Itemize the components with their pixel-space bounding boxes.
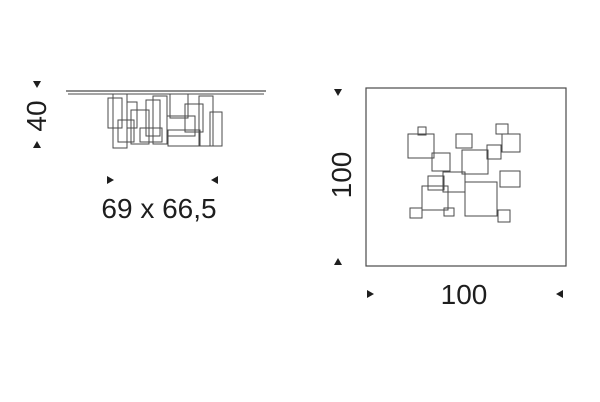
- base-blocks-plan: [407, 123, 521, 223]
- height-arrow-down: [33, 141, 41, 148]
- side-elevation-view: 40 69 x 66,5: [21, 81, 266, 224]
- depth-arrow-bottom: [334, 258, 342, 265]
- top-plan-view: 100 100: [326, 87, 567, 310]
- height-arrow-up: [33, 81, 41, 88]
- footprint-arrow-left: [107, 176, 114, 184]
- footprint-arrow-right: [211, 176, 218, 184]
- width-arrow-left: [367, 290, 374, 298]
- footprint-dimension-label: 69 x 66,5: [101, 193, 216, 224]
- height-dimension-label: 40: [21, 100, 52, 131]
- base-blocks-elevation: [107, 93, 223, 149]
- depth-dimension-label: 100: [326, 152, 357, 199]
- tabletop-outline-plan: [365, 87, 567, 267]
- width-dimension-label: 100: [441, 279, 488, 310]
- depth-arrow-top: [334, 89, 342, 96]
- width-arrow-right: [556, 290, 563, 298]
